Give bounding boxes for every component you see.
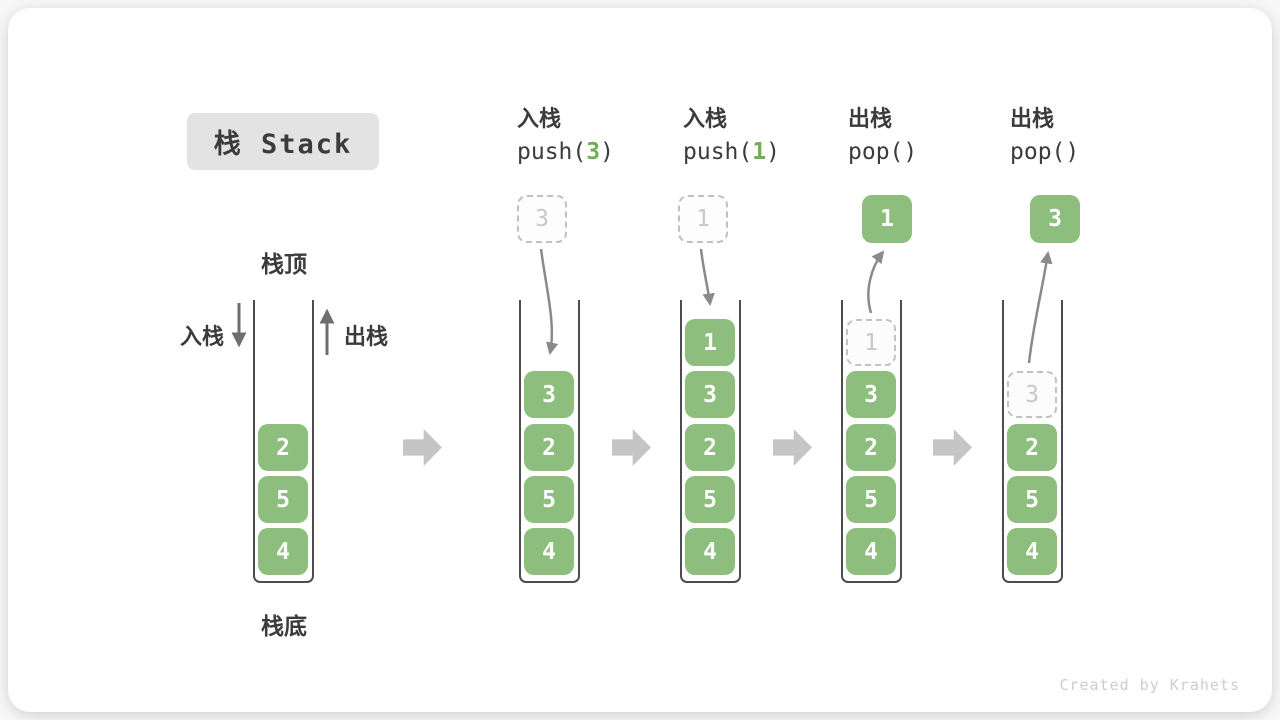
- stack-cell: 2: [685, 424, 735, 471]
- stack-cell: 2: [258, 424, 308, 471]
- step-header-code: push(3): [517, 139, 614, 165]
- pushing-value-box: 3: [517, 195, 567, 243]
- stack-cell: 2: [846, 424, 896, 471]
- stack-cell: 5: [685, 476, 735, 523]
- stack-container-pop-1: [841, 300, 902, 583]
- stack-container-initial: [253, 300, 314, 583]
- watermark: Created by Krahets: [1059, 676, 1240, 694]
- stack-cell: 3: [524, 371, 574, 418]
- stack-container-push-1: [680, 300, 741, 583]
- pushing-value-box: 1: [678, 195, 728, 243]
- step-header-pop-1: 出栈 pop(): [848, 106, 917, 165]
- popped-value-box: 3: [1030, 195, 1080, 243]
- step-header-label: 出栈: [848, 106, 893, 131]
- step-header-label: 入栈: [683, 106, 728, 131]
- stack-cell-removed: 3: [1007, 371, 1057, 418]
- stack-cell: 5: [258, 476, 308, 523]
- stack-container-pop-3: [1002, 300, 1063, 583]
- stack-container-push-3: [519, 300, 580, 583]
- stack-cell: 4: [846, 528, 896, 575]
- step-header-code: push(1): [683, 139, 780, 165]
- stack-cell: 3: [685, 371, 735, 418]
- stack-cell: 1: [685, 319, 735, 366]
- stack-cell: 5: [524, 476, 574, 523]
- step-header-push-1: 入栈 push(1): [683, 106, 780, 165]
- pop-direction-label: 出栈: [344, 324, 389, 349]
- push-direction-label: 入栈: [179, 324, 224, 349]
- stack-cell: 2: [1007, 424, 1057, 471]
- step-header-push-3: 入栈 push(3): [517, 106, 614, 165]
- stack-cell-removed: 1: [846, 319, 896, 366]
- stack-cell: 5: [846, 476, 896, 523]
- stack-cell: 5: [1007, 476, 1057, 523]
- step-header-label: 入栈: [517, 106, 562, 131]
- step-header-code: pop(): [1010, 139, 1080, 165]
- stack-cell: 4: [685, 528, 735, 575]
- popped-value-box: 1: [862, 195, 912, 243]
- diagram-title: 栈 Stack: [187, 113, 379, 170]
- stack-top-label: 栈顶: [261, 251, 307, 277]
- stack-cell: 4: [258, 528, 308, 575]
- step-header-pop-3: 出栈 pop(): [1010, 106, 1079, 165]
- stack-bottom-label: 栈底: [261, 613, 307, 639]
- stack-cell: 3: [846, 371, 896, 418]
- stack-cell: 2: [524, 424, 574, 471]
- step-header-label: 出栈: [1010, 106, 1055, 131]
- stack-cell: 4: [524, 528, 574, 575]
- step-header-code: pop(): [848, 139, 918, 165]
- stack-cell: 4: [1007, 528, 1057, 575]
